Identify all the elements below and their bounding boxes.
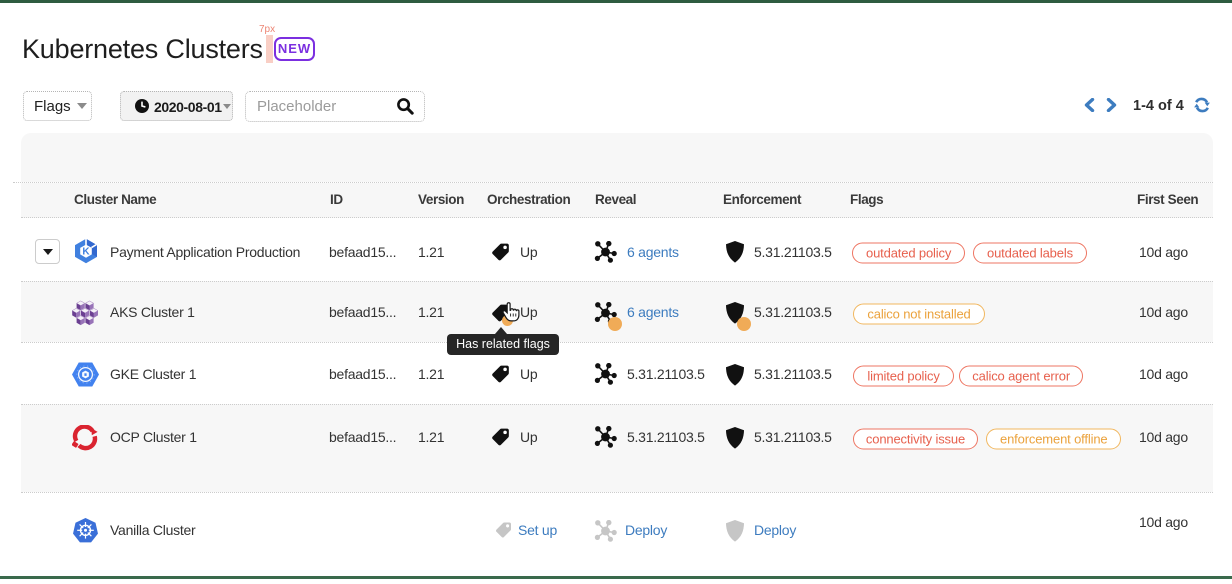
svg-text:K: K bbox=[82, 247, 90, 258]
